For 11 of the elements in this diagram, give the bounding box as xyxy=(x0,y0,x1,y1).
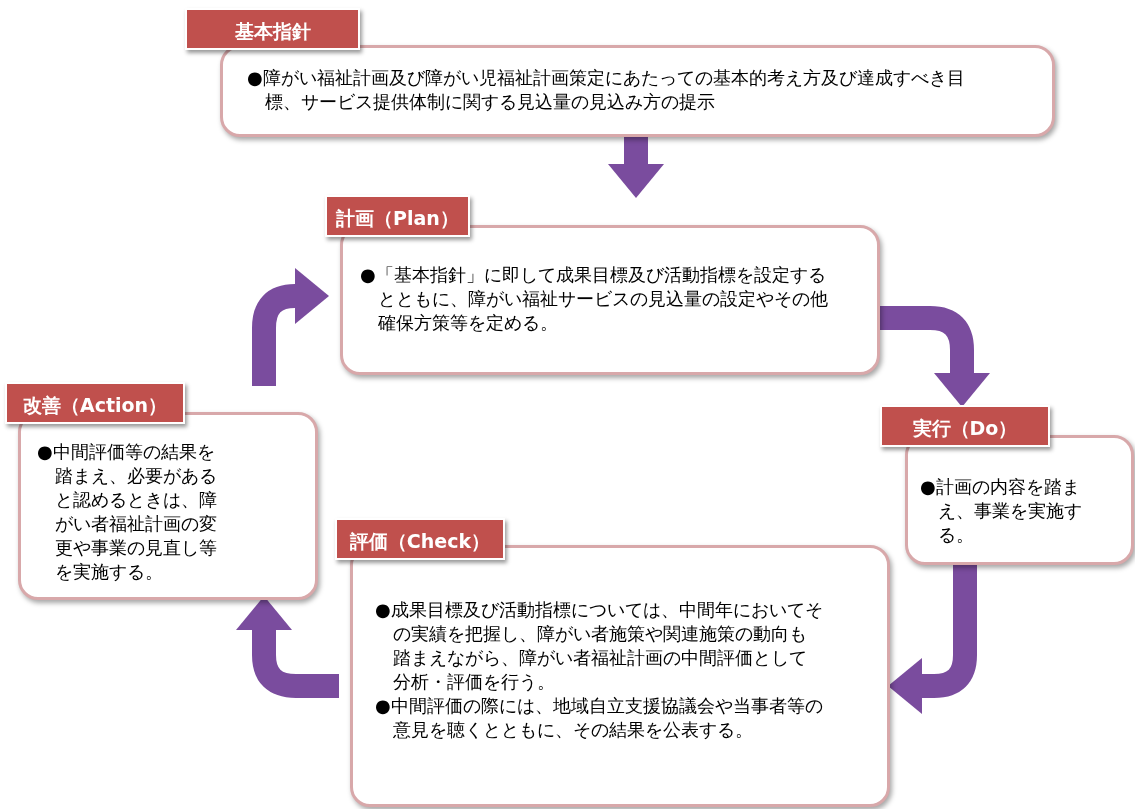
bullet-text: ●成果目標及び活動指標については、中間年においてその実績を把握し、障がい者施策や関連施策の動向も踏まえながら、障がい者福祉計画の中間評価として分析・評価を行う。 xyxy=(375,598,823,694)
bullet-text: ●計画の内容を踏まえ、事業を実施する。 xyxy=(920,475,1083,547)
bullet-text: ●中間評価等の結果を踏まえ、必要があると認めるときは、障がい者福祉計画の変更や事業の見直し等を実施する。 xyxy=(37,440,218,584)
heading-tab: 計画（Plan） xyxy=(325,195,470,237)
bullet-text: ●障がい福祉計画及び障がい児福祉計画策定にあたっての基本的考え方及び達成すべき目標、サービス提供体制に関する見込量の見込み方の提示 xyxy=(247,66,965,114)
bullet-text: ●「基本指針」に即して成果目標及び活動指標を設定するとともに、障がい福祉サービスの見込量の設定やその他確保方策等を定める。 xyxy=(360,263,828,335)
bullet-text: ●中間評価の際には、地域自立支援協議会や当事者等の意見を聴くとともに、その結果を公表する。 xyxy=(375,694,823,742)
heading-tab: 基本指針 xyxy=(185,8,360,50)
heading-tab: 改善（Action） xyxy=(5,382,185,424)
heading-tab: 実行（Do） xyxy=(880,405,1050,447)
heading-tab: 評価（Check） xyxy=(335,518,505,560)
